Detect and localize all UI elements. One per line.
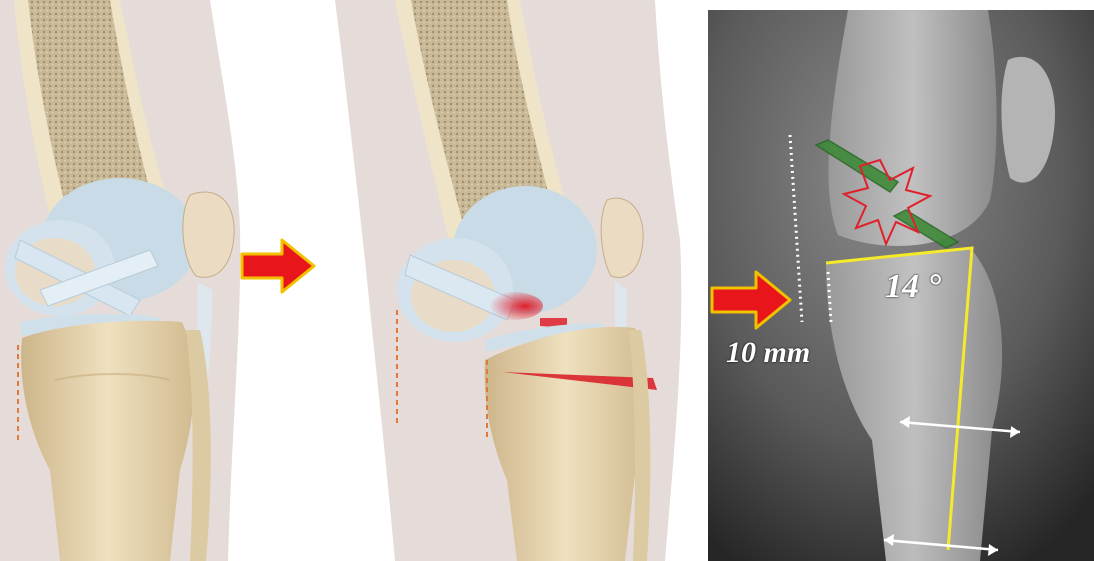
distance-measurement-label: 10 mm (726, 336, 810, 370)
injured-knee-drawing (335, 0, 705, 561)
injured-knee-illustration (335, 0, 705, 561)
right-arrow-shape (238, 236, 318, 296)
right-arrow-icon (708, 268, 794, 332)
right-arrow-icon (238, 236, 318, 296)
normal-knee-illustration (0, 0, 245, 561)
right-arrow-shape (708, 268, 794, 332)
angle-measurement-label: 14 ° (885, 268, 941, 306)
normal-knee-drawing (0, 0, 245, 561)
